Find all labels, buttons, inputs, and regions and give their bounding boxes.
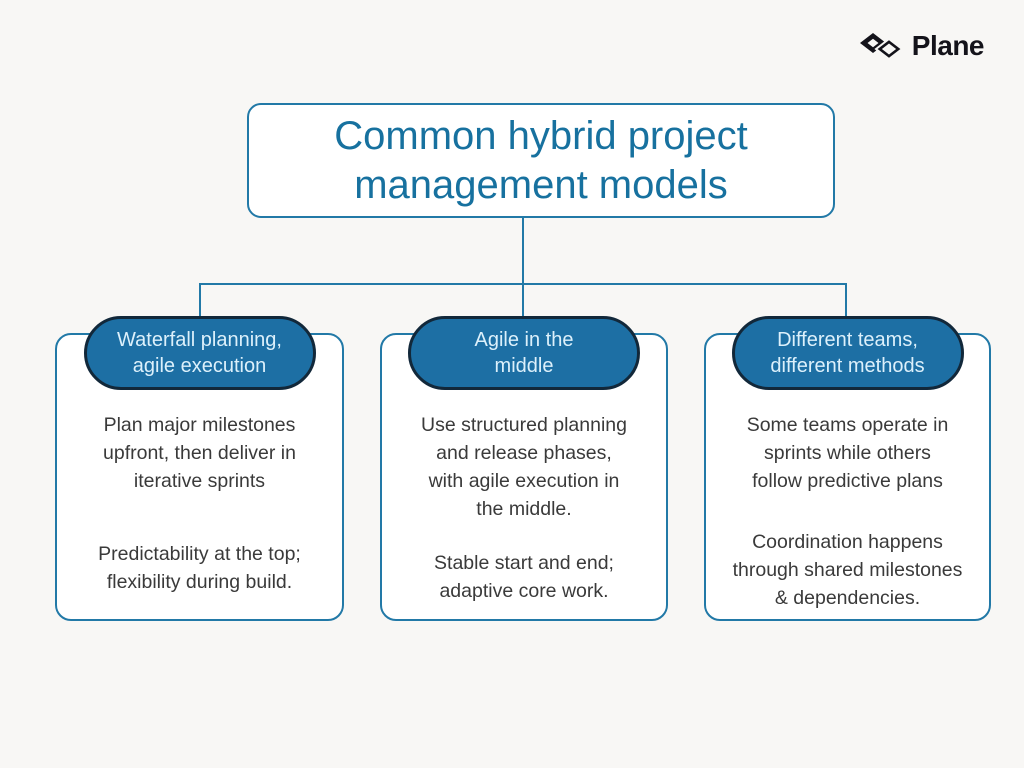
- card-agile-in-the-middle: Agile in the middle Use structured plann…: [380, 316, 668, 621]
- card-waterfall-planning: Waterfall planning, agile execution Plan…: [55, 316, 344, 621]
- card-paragraph: Plan major milestones upfront, then deli…: [103, 414, 296, 492]
- card-pill-label: Agile in the middle: [408, 316, 640, 390]
- plane-logo-icon: [859, 30, 903, 62]
- plane-logo-text: Plane: [911, 30, 985, 61]
- plane-logo: Plane: [859, 30, 985, 62]
- card-paragraph: Stable start and end; adaptive core work…: [434, 552, 614, 602]
- diagram-title: Common hybrid project management models: [247, 103, 835, 218]
- card-paragraph: Some teams operate in sprints while othe…: [746, 414, 949, 492]
- card-pill-label: Different teams, different methods: [731, 316, 964, 390]
- card-pill-label: Waterfall planning, agile execution: [83, 316, 316, 390]
- card-paragraph: Coordination happens through shared mile…: [732, 531, 963, 609]
- card-different-teams: Different teams, different methods Some …: [704, 316, 991, 621]
- card-paragraph: Use structured planning and release phas…: [421, 414, 627, 520]
- card-paragraph: Predictability at the top; flexibility d…: [98, 543, 301, 593]
